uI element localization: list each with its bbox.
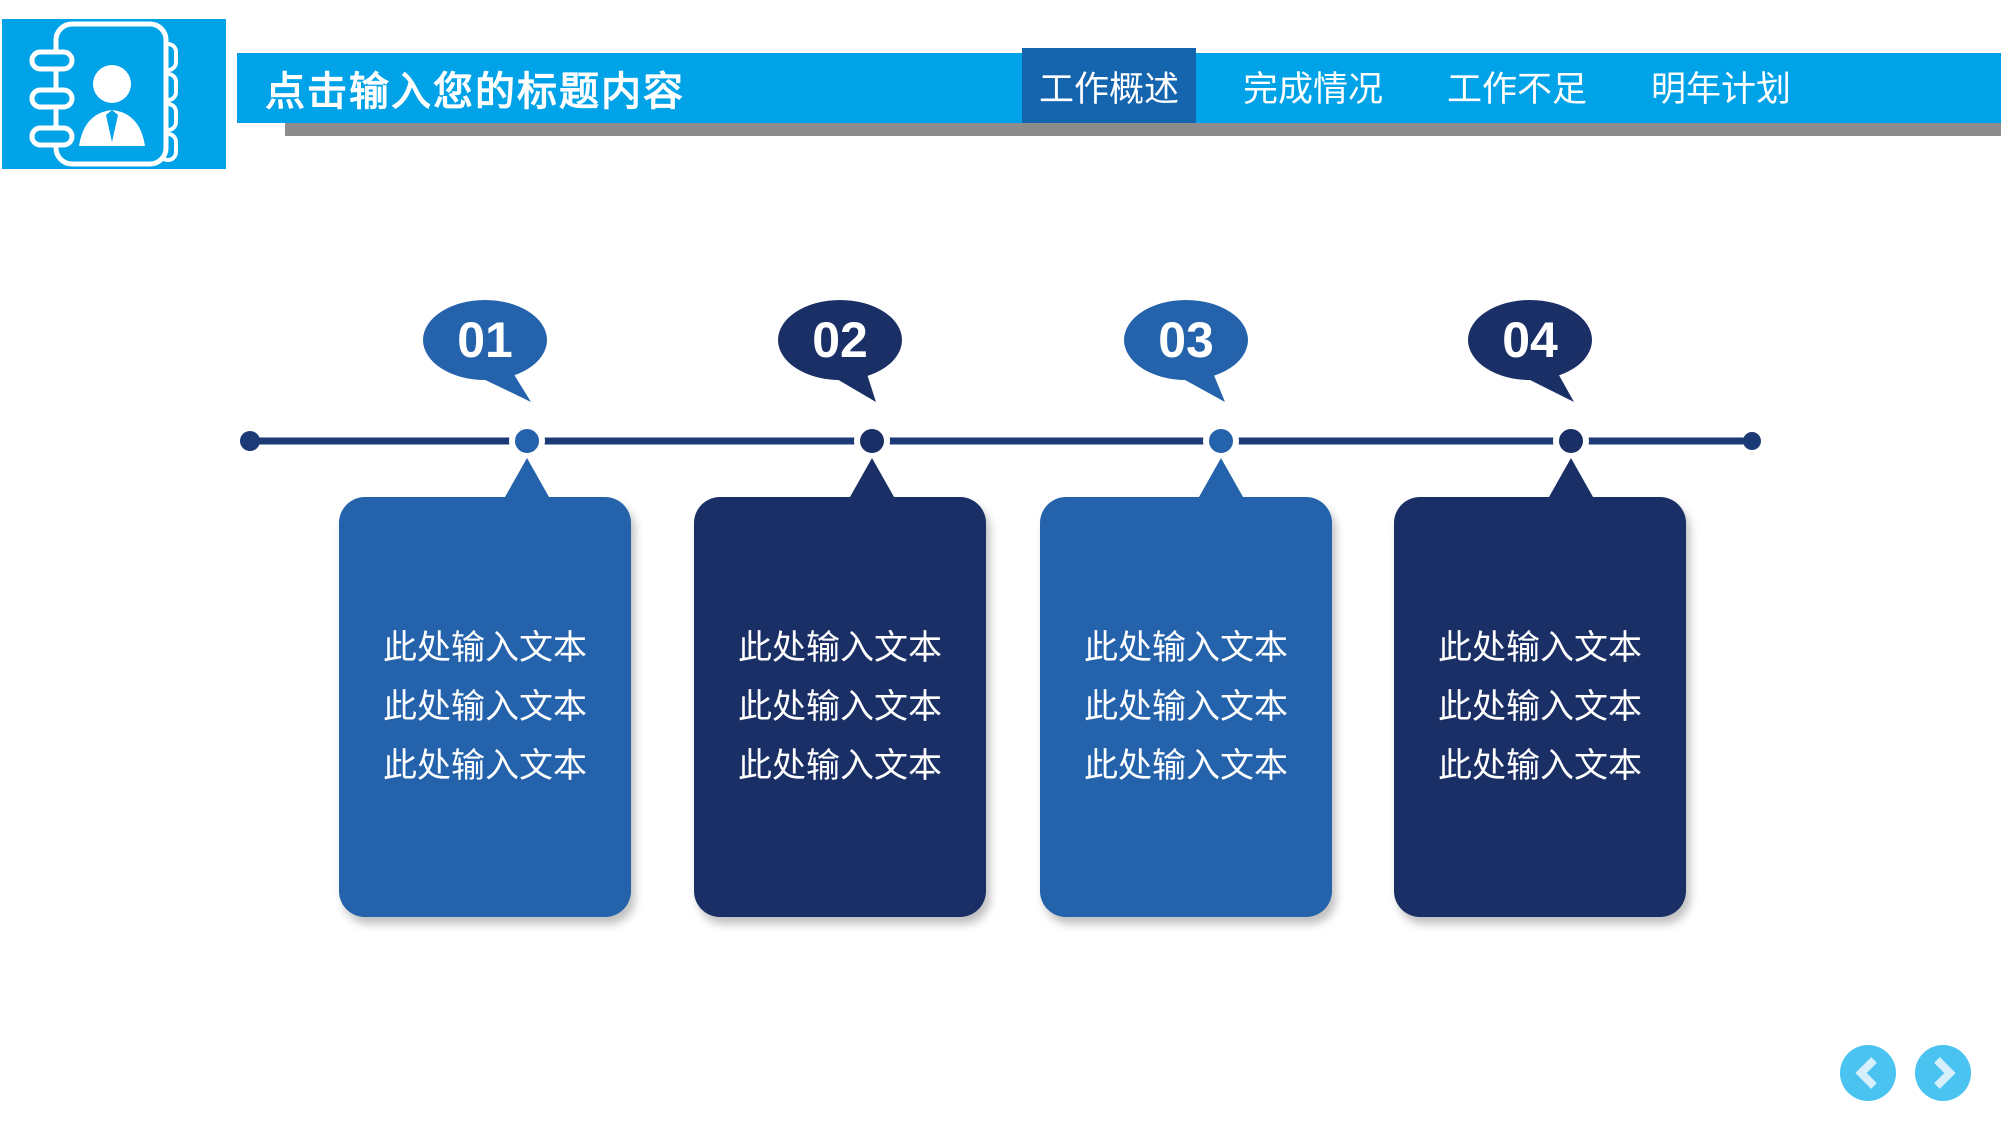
card-text-line: 此处输入文本 [1438, 688, 1642, 726]
timeline-dot-02 [854, 423, 890, 459]
card-text-line: 此处输入文本 [1084, 629, 1288, 667]
header-bar-shadow [285, 123, 2001, 136]
timeline-dot-03 [1203, 423, 1239, 459]
timeline-endcap-left [240, 431, 260, 451]
card-text-line: 此处输入文本 [738, 629, 942, 667]
step-card-02: 此处输入文本 此处输入文本 此处输入文本 [694, 497, 986, 917]
prev-slide-button[interactable] [1840, 1045, 1896, 1101]
step-bubble-02 [778, 300, 902, 380]
step-bubble-04 [1468, 300, 1592, 380]
tab-label: 完成情况 [1243, 70, 1384, 109]
step-card-03: 此处输入文本 此处输入文本 此处输入文本 [1040, 497, 1332, 917]
step-bubble-01 [423, 300, 547, 380]
card-text-line: 此处输入文本 [383, 629, 587, 667]
step-number-03: 03 [1158, 312, 1214, 368]
timeline-dot-04 [1553, 423, 1589, 459]
card-text-line: 此处输入文本 [1084, 747, 1288, 785]
step-card-01: 此处输入文本 此处输入文本 此处输入文本 [339, 497, 631, 917]
address-book-icon [29, 21, 178, 167]
card-text-line: 此处输入文本 [1438, 747, 1642, 785]
page-title: 点击输入您的标题内容 [265, 70, 685, 114]
logo-block [2, 19, 226, 169]
step-card-04: 此处输入文本 此处输入文本 此处输入文本 [1394, 497, 1686, 917]
tab-completion-status[interactable]: 完成情况 [1226, 48, 1400, 125]
step-number-02: 02 [812, 312, 868, 368]
timeline-dot-01 [509, 423, 545, 459]
step-bubble-03 [1124, 300, 1248, 380]
tab-label: 工作不足 [1447, 70, 1588, 109]
timeline-graphic: 01 02 03 04 [240, 300, 1761, 497]
tab-work-shortcomings[interactable]: 工作不足 [1430, 48, 1604, 125]
card-text-line: 此处输入文本 [738, 747, 942, 785]
card-pointer-03 [1199, 458, 1243, 497]
tab-next-year-plan[interactable]: 明年计划 [1634, 48, 1808, 125]
timeline-endcap-right [1743, 432, 1761, 450]
tab-work-overview[interactable]: 工作概述 [1022, 48, 1197, 125]
step-number-04: 04 [1502, 312, 1558, 368]
chevron-left-icon [1855, 1057, 1877, 1089]
card-text-line: 此处输入文本 [383, 747, 587, 785]
tab-label: 明年计划 [1651, 70, 1792, 109]
card-text-line: 此处输入文本 [738, 688, 942, 726]
tab-label: 工作概述 [1039, 70, 1180, 109]
step-number-01: 01 [457, 312, 513, 368]
header-tabs: 工作概述 完成情况 工作不足 明年计划 [1022, 48, 1808, 125]
chevron-right-icon [1934, 1057, 1956, 1089]
card-text-line: 此处输入文本 [1084, 688, 1288, 726]
next-slide-button[interactable] [1915, 1045, 1971, 1101]
header-bar: 点击输入您的标题内容 工作概述 完成情况 工作不足 明年计划 [237, 48, 2001, 125]
card-text-line: 此处输入文本 [1438, 629, 1642, 667]
card-pointer-01 [505, 458, 549, 497]
card-pointer-04 [1549, 458, 1593, 497]
card-text-line: 此处输入文本 [383, 688, 587, 726]
card-pointer-02 [850, 458, 894, 497]
